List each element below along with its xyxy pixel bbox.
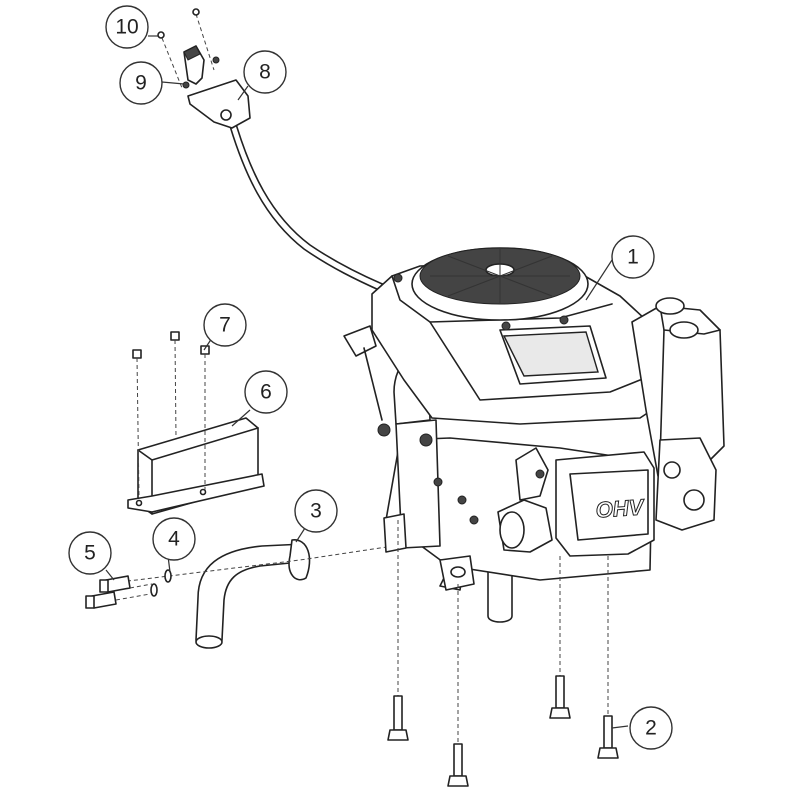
callout-5: 5 <box>68 531 112 575</box>
callout-8: 8 <box>243 50 287 94</box>
svg-text:2: 2 <box>645 717 657 740</box>
callout-4: 4 <box>152 517 196 561</box>
svg-text:3: 3 <box>310 500 322 523</box>
washers-part-4 <box>150 569 172 597</box>
engine-ohv-label: OHV <box>595 494 647 522</box>
svg-text:5: 5 <box>84 542 96 565</box>
callout-1: 1 <box>611 235 655 279</box>
screw-part-10 <box>157 8 215 89</box>
svg-text:6: 6 <box>260 381 272 404</box>
svg-text:4: 4 <box>168 528 180 551</box>
screws-part-7 <box>132 331 210 499</box>
callout-7: 7 <box>203 303 247 347</box>
svg-text:8: 8 <box>259 61 271 84</box>
nut-part-9 <box>182 56 220 89</box>
throttle-control-assembly <box>183 45 393 295</box>
heat-shield-part-6 <box>127 417 265 515</box>
callout-2: 2 <box>629 706 673 750</box>
callout-3: 3 <box>294 489 338 533</box>
svg-text:9: 9 <box>135 72 147 95</box>
mounting-bolts-part-2 <box>387 520 619 787</box>
engine-part-1 <box>343 247 725 623</box>
callout-leaders <box>105 35 629 729</box>
svg-text:10: 10 <box>115 16 138 39</box>
callout-9: 9 <box>119 61 163 105</box>
callout-10: 10 <box>105 5 149 49</box>
callout-6: 6 <box>244 370 288 414</box>
bolts-part-5 <box>85 575 153 609</box>
svg-text:1: 1 <box>627 246 639 269</box>
svg-text:7: 7 <box>219 314 231 337</box>
muffler-pipe-part-3 <box>119 539 401 649</box>
